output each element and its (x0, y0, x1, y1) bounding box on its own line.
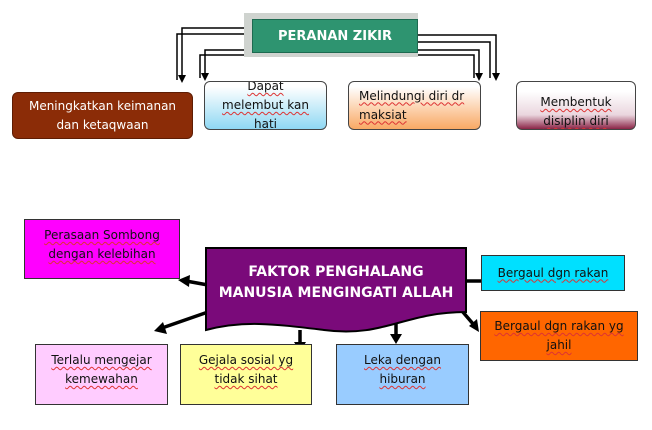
title-connectors (176, 27, 500, 83)
factor-box-bergaul-jahil: Bergaul dgn rakan yg jahil (480, 311, 638, 361)
factor-box-bergaul: Bergaul dgn rakan (481, 255, 625, 291)
peranan-zikir-title-text: PERANAN ZIKIR (277, 28, 392, 44)
factor-box-kemewahan: Terlalu mengejar kemewahan (35, 344, 168, 405)
role-box-melindungi: Melindungi diri dr maksiat (348, 81, 481, 130)
role-box-keimanan: Meningkatkan keimanan dan ketaqwaan (12, 92, 193, 139)
factor-banner-title: FAKTOR PENGHALANG MANUSIA MENGINGATI ALL… (218, 264, 454, 301)
role-box-melembut: Dapat melembut kan hati (204, 81, 327, 130)
factor-box-gejala-sosial: Gejala sosial yg tidak sihat (180, 344, 312, 405)
factor-box-leka-hiburan: Leka dengan hiburan (336, 344, 469, 405)
factor-banner (205, 247, 467, 333)
factor-box-sombong: Perasaan Sombong dengan kelebihan (24, 219, 180, 279)
peranan-zikir-title-inner: PERANAN ZIKIR (252, 19, 418, 53)
role-box-disiplin: Membentuk disiplin diri (516, 81, 636, 130)
